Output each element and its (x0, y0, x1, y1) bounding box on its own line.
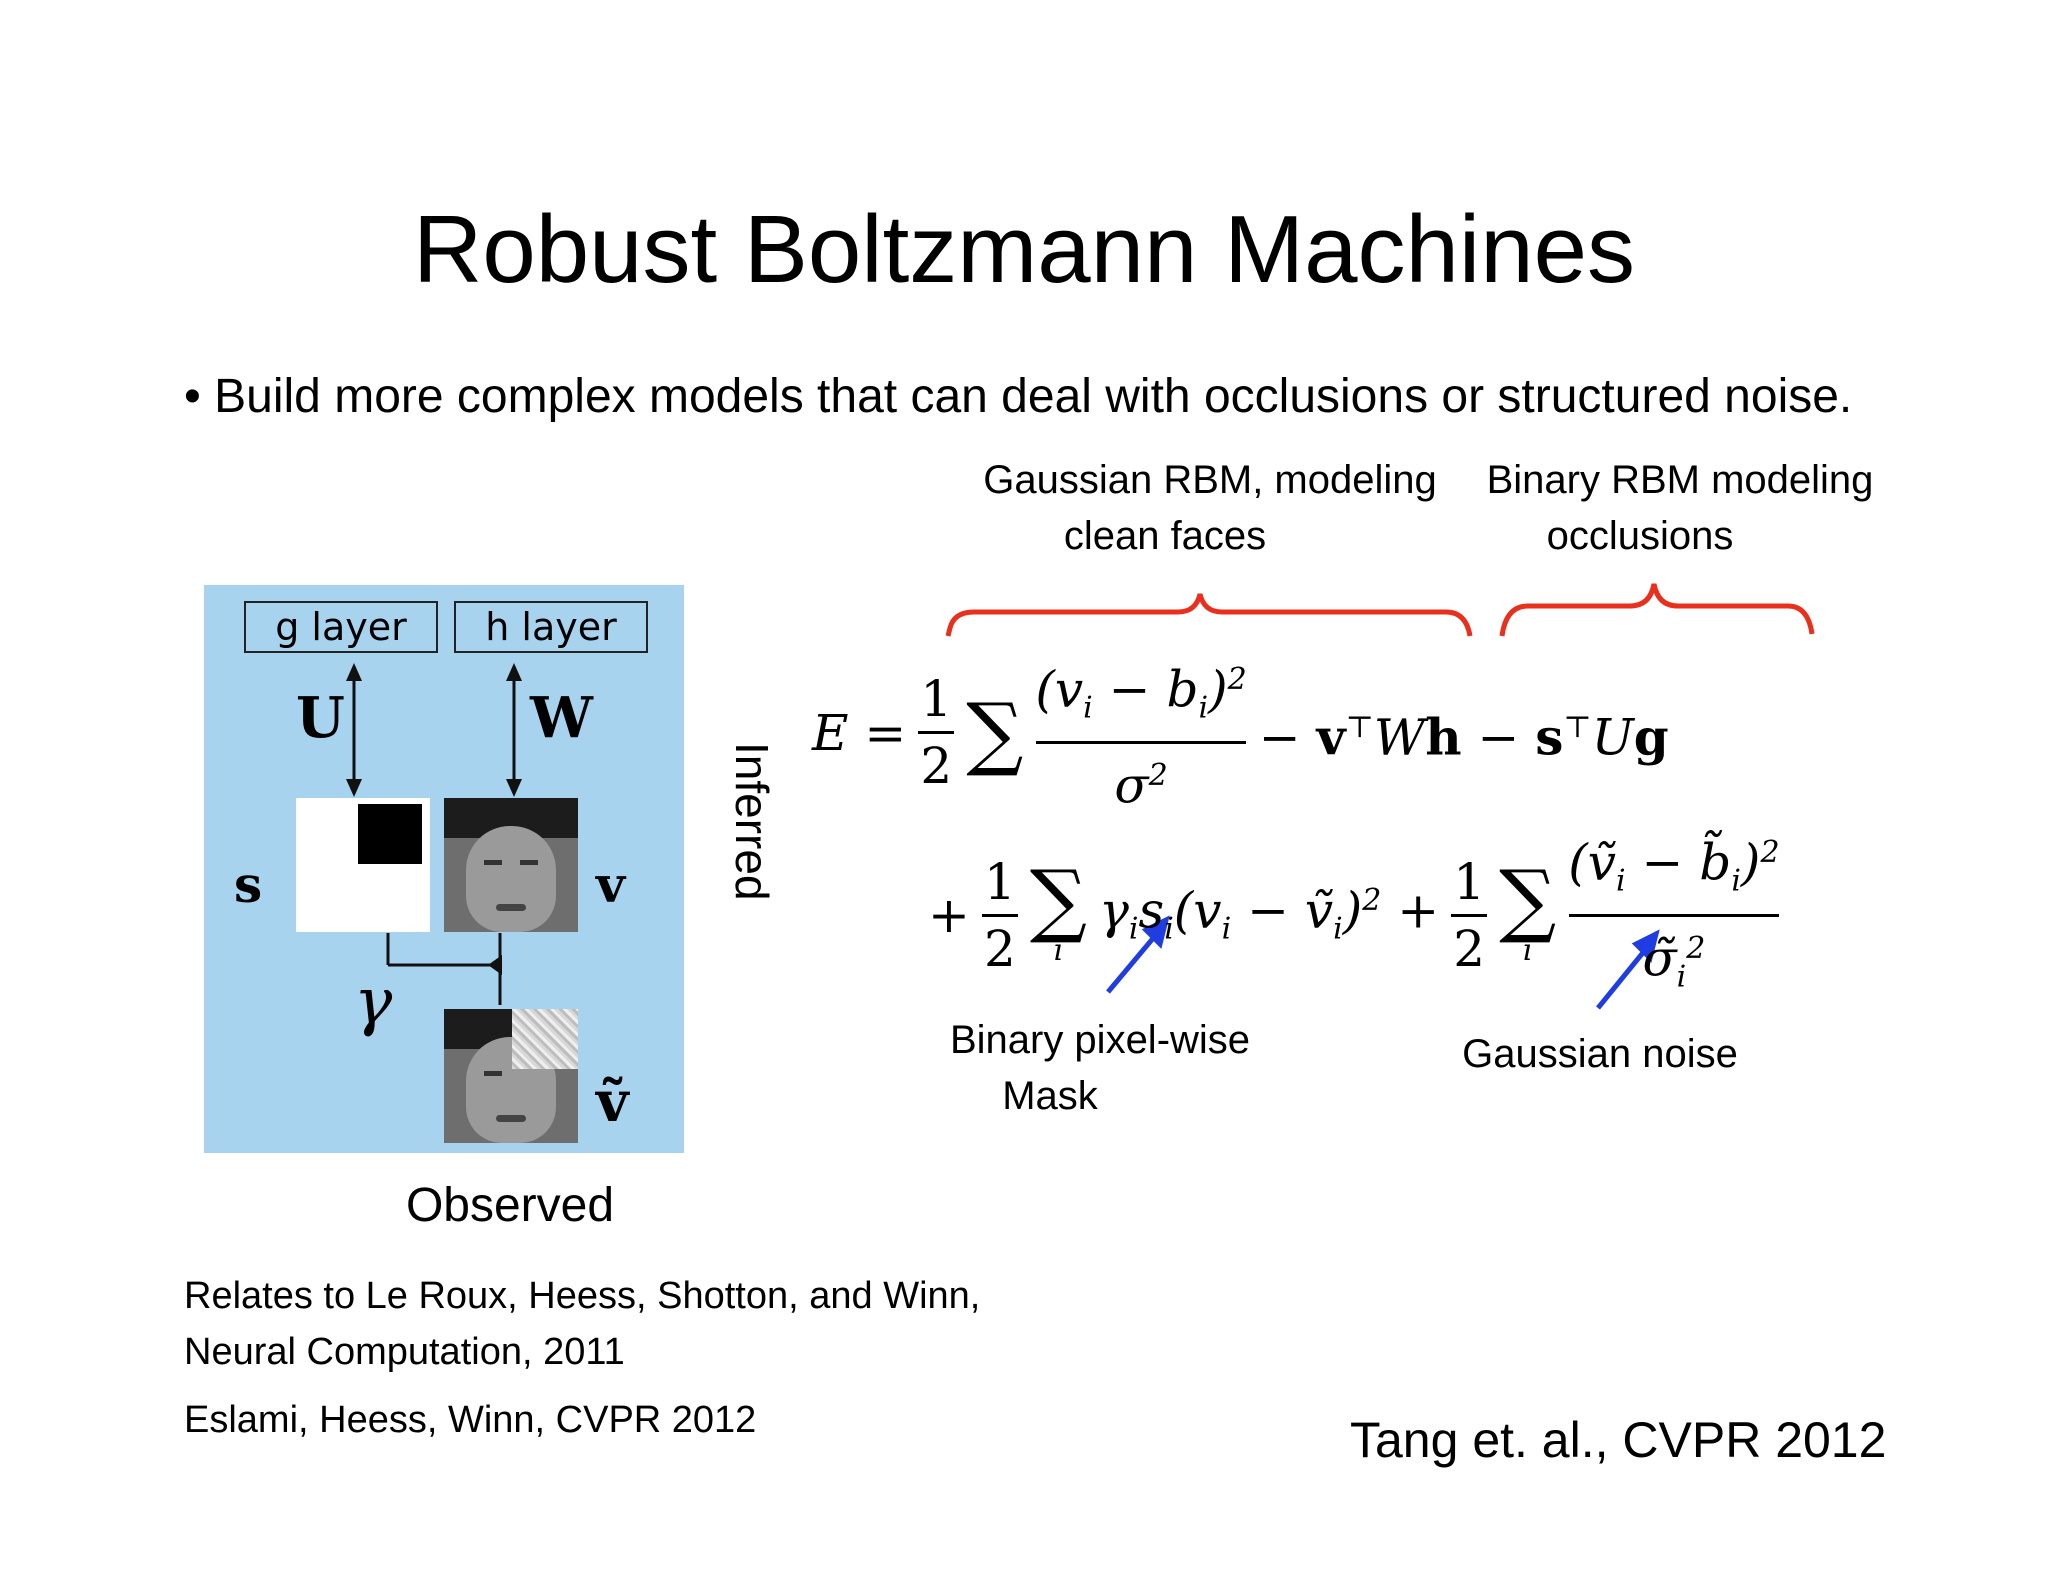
v-tilde-label: ṽ (596, 1069, 629, 1135)
mask-line2: Mask (1002, 1074, 1098, 1118)
gaussian-rbm-line1: Gaussian RBM, modeling (983, 458, 1437, 502)
arrow-mask (1106, 915, 1170, 994)
bullet-text: • Build more complex models that can dea… (184, 370, 1853, 423)
w-weight-label: W (530, 685, 593, 751)
mask-annotation: Binary pixel-wise Mask (930, 1012, 1270, 1124)
mask-occlusion-block (358, 804, 422, 864)
inferred-label: Inferred (726, 742, 778, 901)
binary-rbm-line2: occlusions (1546, 514, 1734, 558)
reference-leroux-line2: Neural Computation, 2011 (184, 1331, 625, 1373)
brace-binary (1499, 583, 1815, 637)
arrow-noise (1596, 929, 1660, 1010)
rbm-diagram-panel: g layer h layer U W s v γ ṽ (204, 585, 684, 1153)
slide-title: Robust Boltzmann Machines (413, 196, 1635, 303)
reference-leroux-line1: Relates to Le Roux, Heess, Shotton, and … (184, 1275, 981, 1317)
binary-rbm-annotation: Binary RBM modeling occlusions (1470, 452, 1890, 564)
noise-patch (512, 1009, 578, 1069)
observed-label: Observed (405, 1179, 615, 1232)
reference-tang: Tang et. al., CVPR 2012 (1350, 1412, 1887, 1468)
diagram-connections (346, 663, 522, 1005)
v-face-image (444, 798, 578, 932)
binary-rbm-line1: Binary RBM modeling (1486, 458, 1874, 502)
brace-gaussian (945, 593, 1473, 637)
h-layer-box: h layer (454, 601, 648, 653)
v-label: v (596, 855, 626, 914)
gamma-label: γ (354, 965, 393, 1039)
gaussian-rbm-line2: clean faces (1063, 514, 1267, 558)
s-mask-image (296, 798, 430, 932)
g-layer-box: g layer (244, 601, 438, 653)
noise-annotation: Gaussian noise (1462, 1032, 1738, 1076)
u-weight-label: U (296, 685, 345, 751)
gaussian-rbm-annotation: Gaussian RBM, modeling clean faces (930, 452, 1490, 564)
reference-eslami: Eslami, Heess, Winn, CVPR 2012 (184, 1399, 757, 1441)
mask-line1: Binary pixel-wise (949, 1018, 1251, 1062)
s-label: s (234, 855, 263, 914)
v-tilde-face-image (444, 1009, 578, 1143)
